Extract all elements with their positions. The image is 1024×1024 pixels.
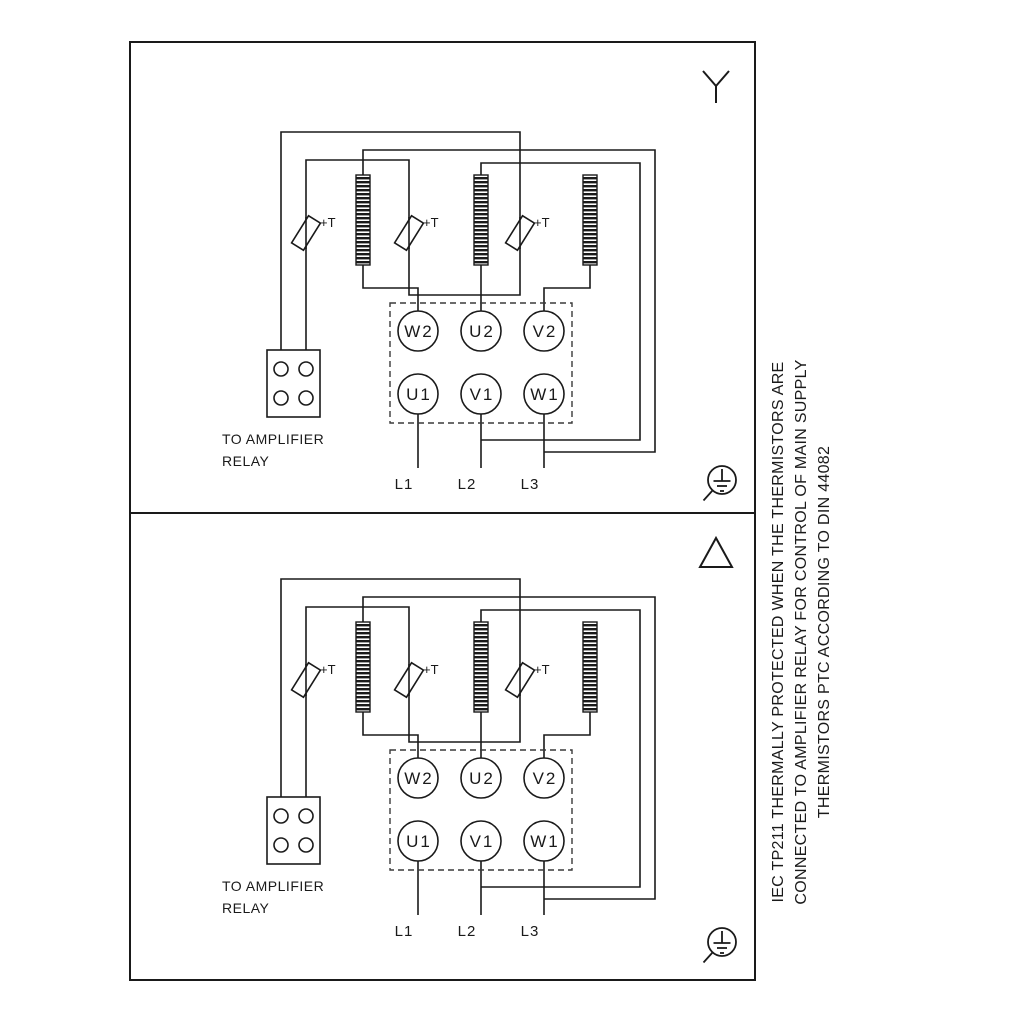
delta-connection-icon <box>698 535 734 568</box>
ground-icon <box>702 465 737 502</box>
terminal-label: V2 <box>533 769 558 788</box>
terminal-label: U1 <box>406 832 432 851</box>
relay-terminal <box>273 837 289 853</box>
supply-label: L1 <box>395 923 414 940</box>
relay-connector-box <box>266 349 321 418</box>
supply-label: L3 <box>521 476 540 493</box>
link-wire <box>362 149 656 453</box>
supply-label: L1 <box>395 476 414 493</box>
terminal-circle <box>523 757 565 799</box>
panel-delta: +T +T +T W2 U2 V2 U1 V1 W1 TO AMPLIFIER … <box>129 512 756 981</box>
relay-caption-line: RELAY <box>222 453 270 469</box>
panel-star: +T +T +T W2 U2 V2 U1 V1 W1 TO AMPLIFIER <box>129 41 756 514</box>
terminal-label: V1 <box>470 832 495 851</box>
terminal-label: W2 <box>404 769 434 788</box>
relay-connector-box <box>266 796 321 865</box>
side-note-line1: IEC TP211 THERMALLY PROTECTED WHEN THE T… <box>770 361 787 902</box>
relay-terminal <box>298 390 314 406</box>
winding-connection-wire <box>362 265 591 311</box>
terminal-circle <box>460 820 502 862</box>
relay-terminal <box>298 837 314 853</box>
link-wire <box>362 596 656 900</box>
relay-caption-line: RELAY <box>222 900 270 916</box>
supply-label: L2 <box>458 476 477 493</box>
terminal-label: V2 <box>533 322 558 341</box>
ground-icon <box>702 927 737 964</box>
terminal-circle <box>397 310 439 352</box>
relay-terminal <box>273 361 289 377</box>
star-connection-icon <box>702 70 730 103</box>
winding-bar <box>582 174 598 266</box>
winding-bar <box>355 174 371 266</box>
side-note: IEC TP211 THERMALLY PROTECTED WHEN THE T… <box>770 359 833 904</box>
winding-connection-wire <box>362 712 591 758</box>
terminal-circle <box>523 820 565 862</box>
supply-wire <box>417 861 545 915</box>
relay-terminal <box>298 808 314 824</box>
relay-caption-line: TO AMPLIFIER <box>222 878 324 894</box>
terminal-circle <box>460 757 502 799</box>
relay-terminal <box>273 390 289 406</box>
terminal-circle <box>460 373 502 415</box>
winding-bar <box>473 621 489 713</box>
thermistor-label: +T <box>534 215 550 230</box>
terminal-label: W1 <box>530 385 560 404</box>
terminal-board-dashed-box <box>389 302 573 424</box>
terminal-label: V1 <box>470 385 495 404</box>
thermistor-chain-wire <box>280 131 521 362</box>
terminal-circle <box>397 757 439 799</box>
terminal-board-dashed-box <box>389 749 573 871</box>
panel-delta-border <box>129 512 756 981</box>
terminal-circle <box>523 373 565 415</box>
terminal-circle <box>460 310 502 352</box>
thermistor-label: +T <box>423 215 439 230</box>
relay-terminal <box>298 361 314 377</box>
relay-terminal <box>273 808 289 824</box>
winding-bar <box>473 174 489 266</box>
winding-bar <box>582 621 598 713</box>
panel-delta-internals: +T +T +T W2 U2 V2 U1 V1 W1 TO AMPLIFIER … <box>222 578 656 940</box>
thermistor-label: +T <box>534 662 550 677</box>
side-note-line3: THERMISTORS PTC ACCORDING TO DIN 44082 <box>816 446 833 818</box>
thermistor-label: +T <box>320 215 336 230</box>
terminal-circle <box>397 820 439 862</box>
terminal-label: U2 <box>469 769 495 788</box>
supply-label: L2 <box>458 923 477 940</box>
side-note-line2: CONNECTED TO AMPLIFIER RELAY FOR CONTROL… <box>793 359 810 904</box>
thermistor-label: +T <box>320 662 336 677</box>
supply-label: L3 <box>521 923 540 940</box>
terminal-circle <box>523 310 565 352</box>
terminal-label: U2 <box>469 322 495 341</box>
winding-bar <box>355 621 371 713</box>
terminal-label: W2 <box>404 322 434 341</box>
panel-star-internals: +T +T +T W2 U2 V2 U1 V1 W1 TO AMPLIFIER <box>222 131 656 493</box>
relay-caption-line: TO AMPLIFIER <box>222 431 324 447</box>
thermistor-label: +T <box>423 662 439 677</box>
terminal-label: U1 <box>406 385 432 404</box>
supply-wire <box>417 414 545 468</box>
thermistor-chain-wire <box>280 578 521 809</box>
terminal-label: W1 <box>530 832 560 851</box>
terminal-circle <box>397 373 439 415</box>
